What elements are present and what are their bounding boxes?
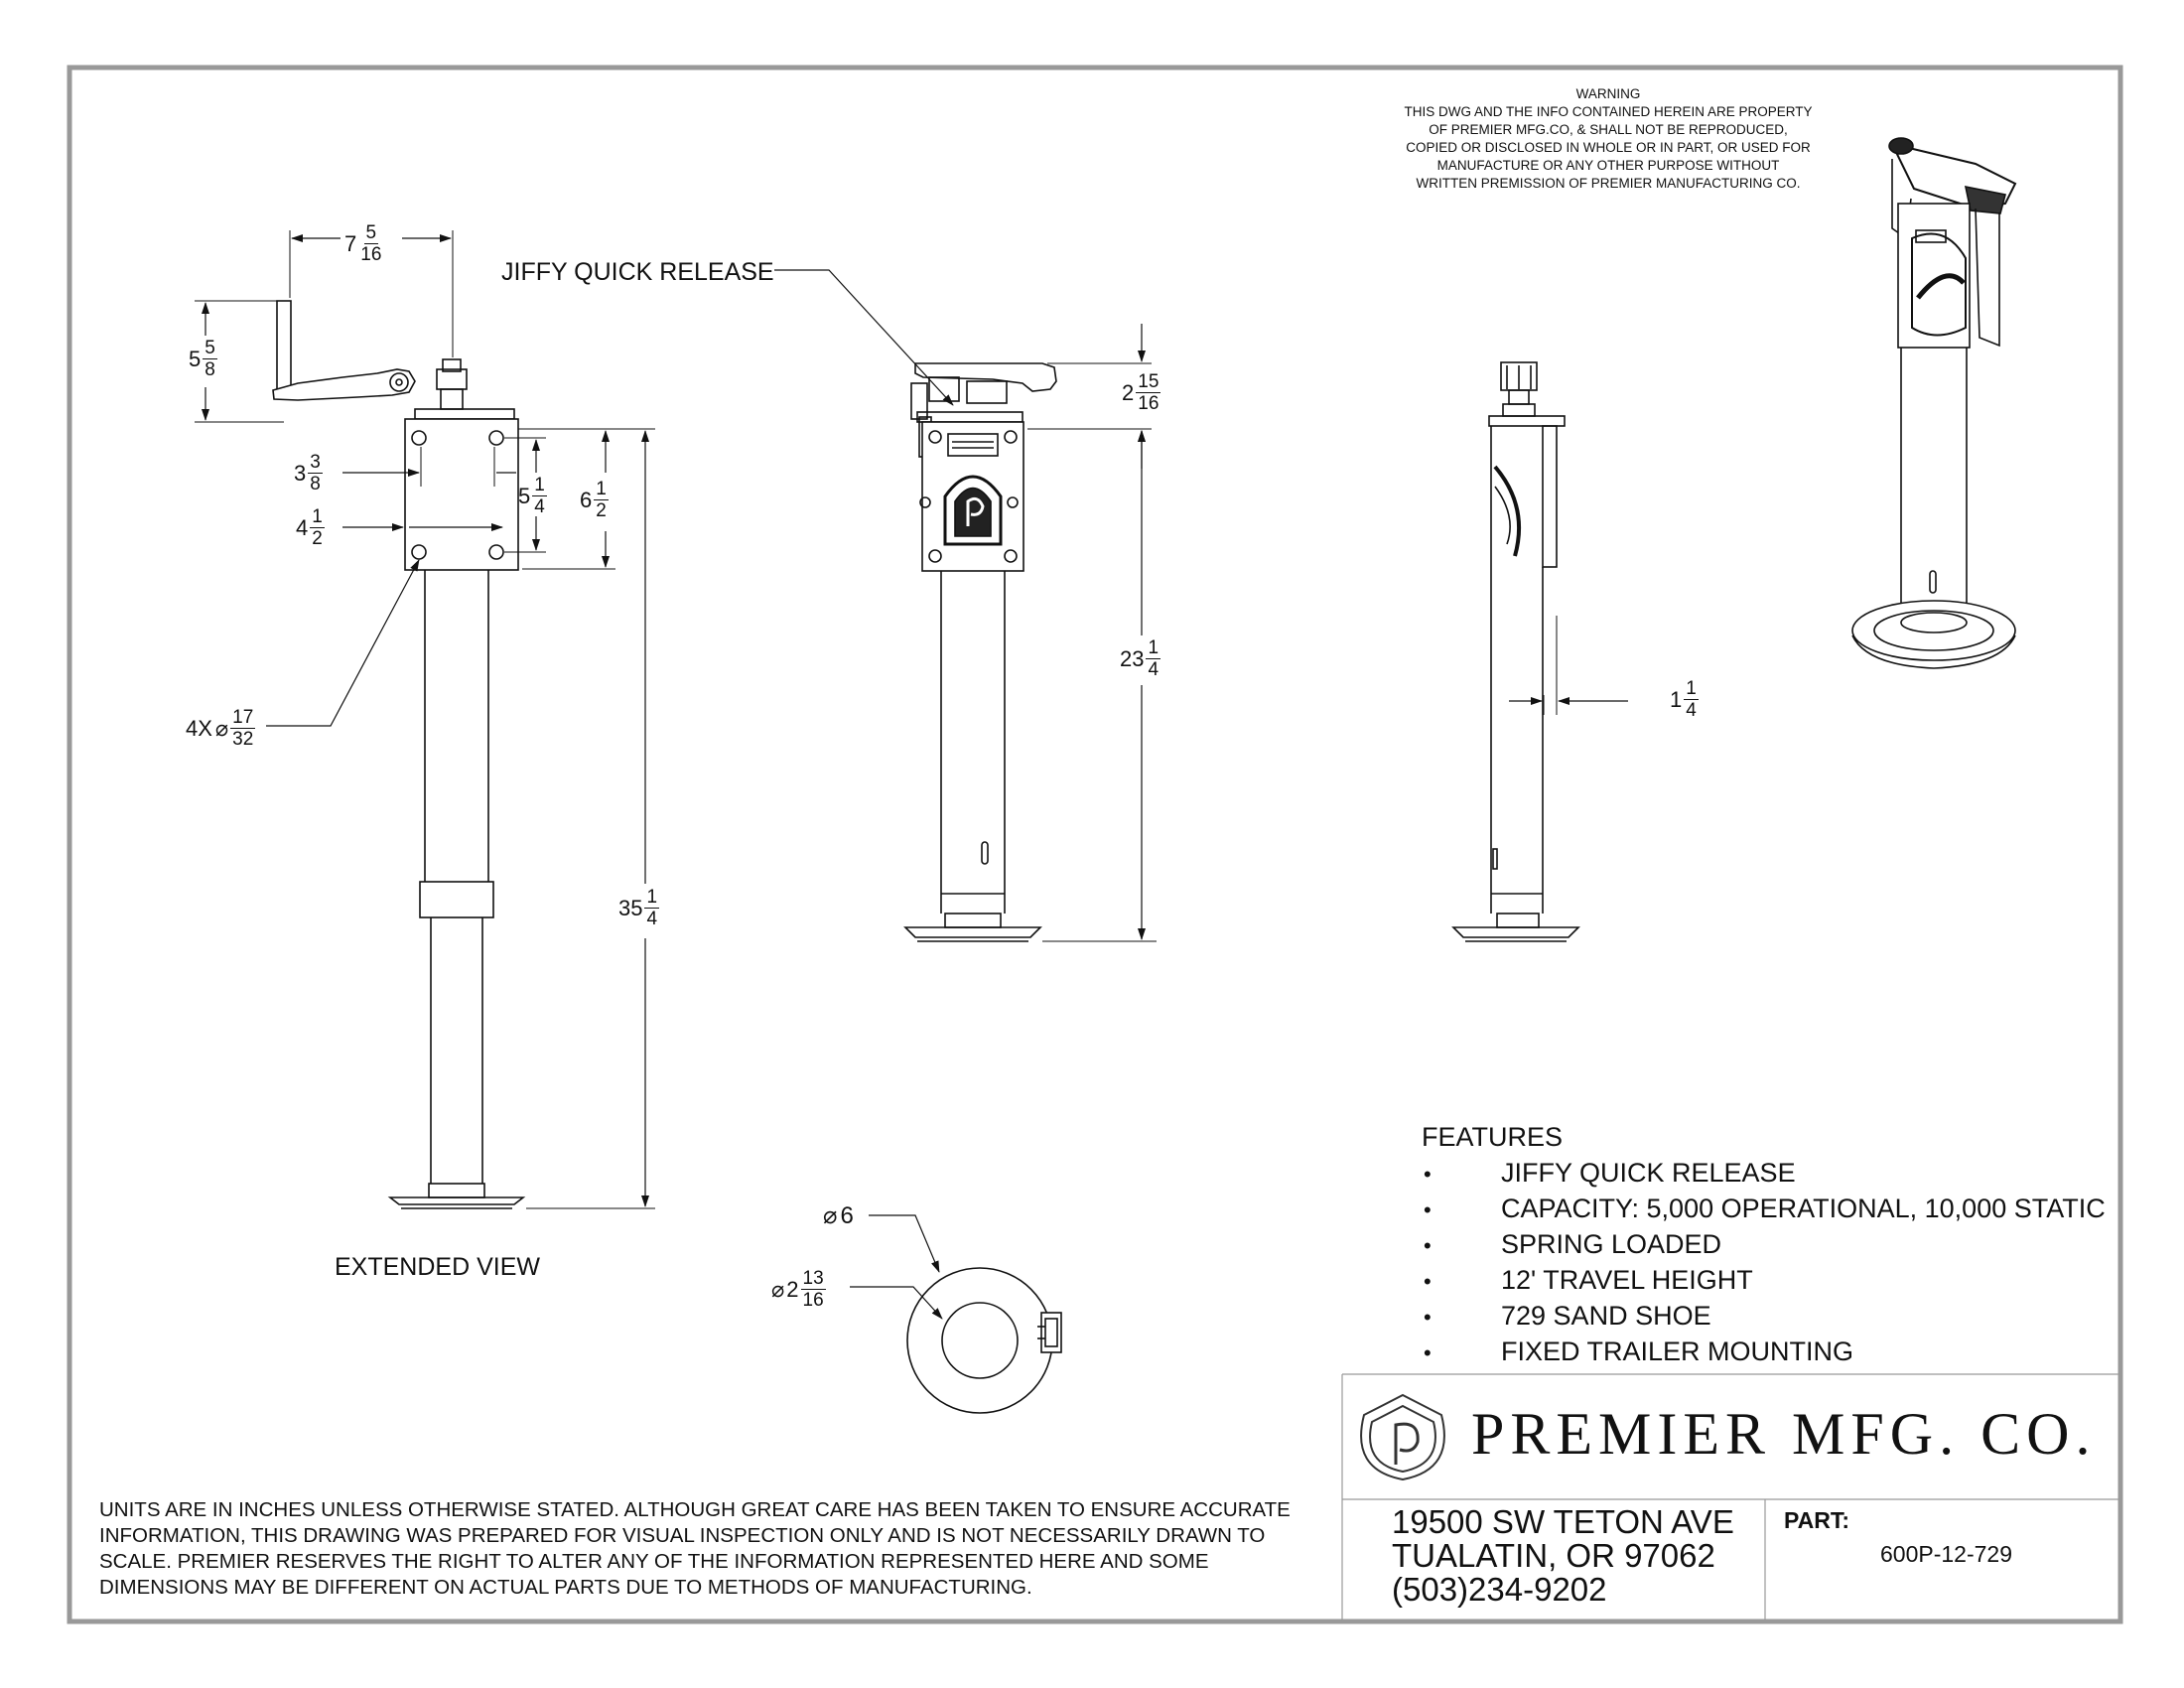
feature-item: 729 SAND SHOE [1501, 1301, 1711, 1331]
sheet-border [67, 65, 2123, 1624]
bottom-view-drawing [850, 1214, 1062, 1414]
isometric-view-drawing [1851, 137, 2017, 669]
part-number: 600P-12-729 [1880, 1541, 2012, 1567]
jiffy-callout: JIFFY QUICK RELEASE [501, 258, 774, 286]
address-line: 19500 SW TETON AVE [1392, 1503, 1734, 1540]
features-title: FEATURES [1422, 1122, 1564, 1152]
phone-number: (503)234-9202 [1392, 1571, 1607, 1608]
company-name: PREMIER MFG. CO. [1471, 1401, 2097, 1467]
warning-line: OF PREMIER MFG.CO, & SHALL NOT BE REPROD… [1429, 122, 1788, 137]
title-block-lines [1341, 1373, 2120, 1621]
side-view-drawing [1451, 361, 1628, 942]
feature-bullet: • [1424, 1269, 1432, 1294]
part-label: PART: [1784, 1507, 1850, 1533]
warning-notice: WARNING THIS DWG AND THE INFO CONTAINED … [1241, 85, 1976, 193]
warning-line: WRITTEN PREMISSION OF PREMIER MANUFACTUR… [1416, 176, 1801, 191]
warning-line: THIS DWG AND THE INFO CONTAINED HEREIN A… [1404, 104, 1813, 119]
feature-item: JIFFY QUICK RELEASE [1501, 1158, 1796, 1188]
warning-line: WARNING [1575, 86, 1641, 101]
feature-bullet: • [1424, 1197, 1432, 1222]
feature-bullet: • [1424, 1233, 1432, 1258]
disclaimer-line: DIMENSIONS MAY BE DIFFERENT ON ACTUAL PA… [99, 1576, 1032, 1599]
disclaimer-line: SCALE. PREMIER RESERVES THE RIGHT TO ALT… [99, 1550, 1209, 1573]
feature-item: SPRING LOADED [1501, 1229, 1722, 1259]
extended-view-label: EXTENDED VIEW [335, 1253, 540, 1281]
feature-bullet: • [1424, 1162, 1432, 1187]
company-logo [1360, 1393, 1445, 1481]
front-view-drawing [774, 269, 1157, 942]
warning-line: COPIED OR DISCLOSED IN WHOLE OR IN PART,… [1406, 140, 1811, 155]
disclaimer-line: INFORMATION, THIS DRAWING WAS PREPARED F… [99, 1524, 1266, 1547]
feature-item: 12' TRAVEL HEIGHT [1501, 1265, 1753, 1295]
disclaimer: UNITS ARE IN INCHES UNLESS OTHERWISE STA… [99, 1497, 1291, 1601]
feature-item: FIXED TRAILER MOUNTING [1501, 1336, 1854, 1366]
warning-line: MANUFACTURE OR ANY OTHER PURPOSE WITHOUT [1436, 158, 1780, 173]
feature-item: CAPACITY: 5,000 OPERATIONAL, 10,000 STAT… [1501, 1194, 2106, 1223]
disclaimer-line: UNITS ARE IN INCHES UNLESS OTHERWISE STA… [99, 1498, 1291, 1521]
feature-bullet: • [1424, 1305, 1432, 1330]
address-line: TUALATIN, OR 97062 [1392, 1537, 1715, 1574]
feature-bullet: • [1424, 1340, 1432, 1365]
extended-view-drawing [195, 230, 655, 1209]
dim-foot-diameter: ⌀ 6 [823, 1201, 854, 1230]
